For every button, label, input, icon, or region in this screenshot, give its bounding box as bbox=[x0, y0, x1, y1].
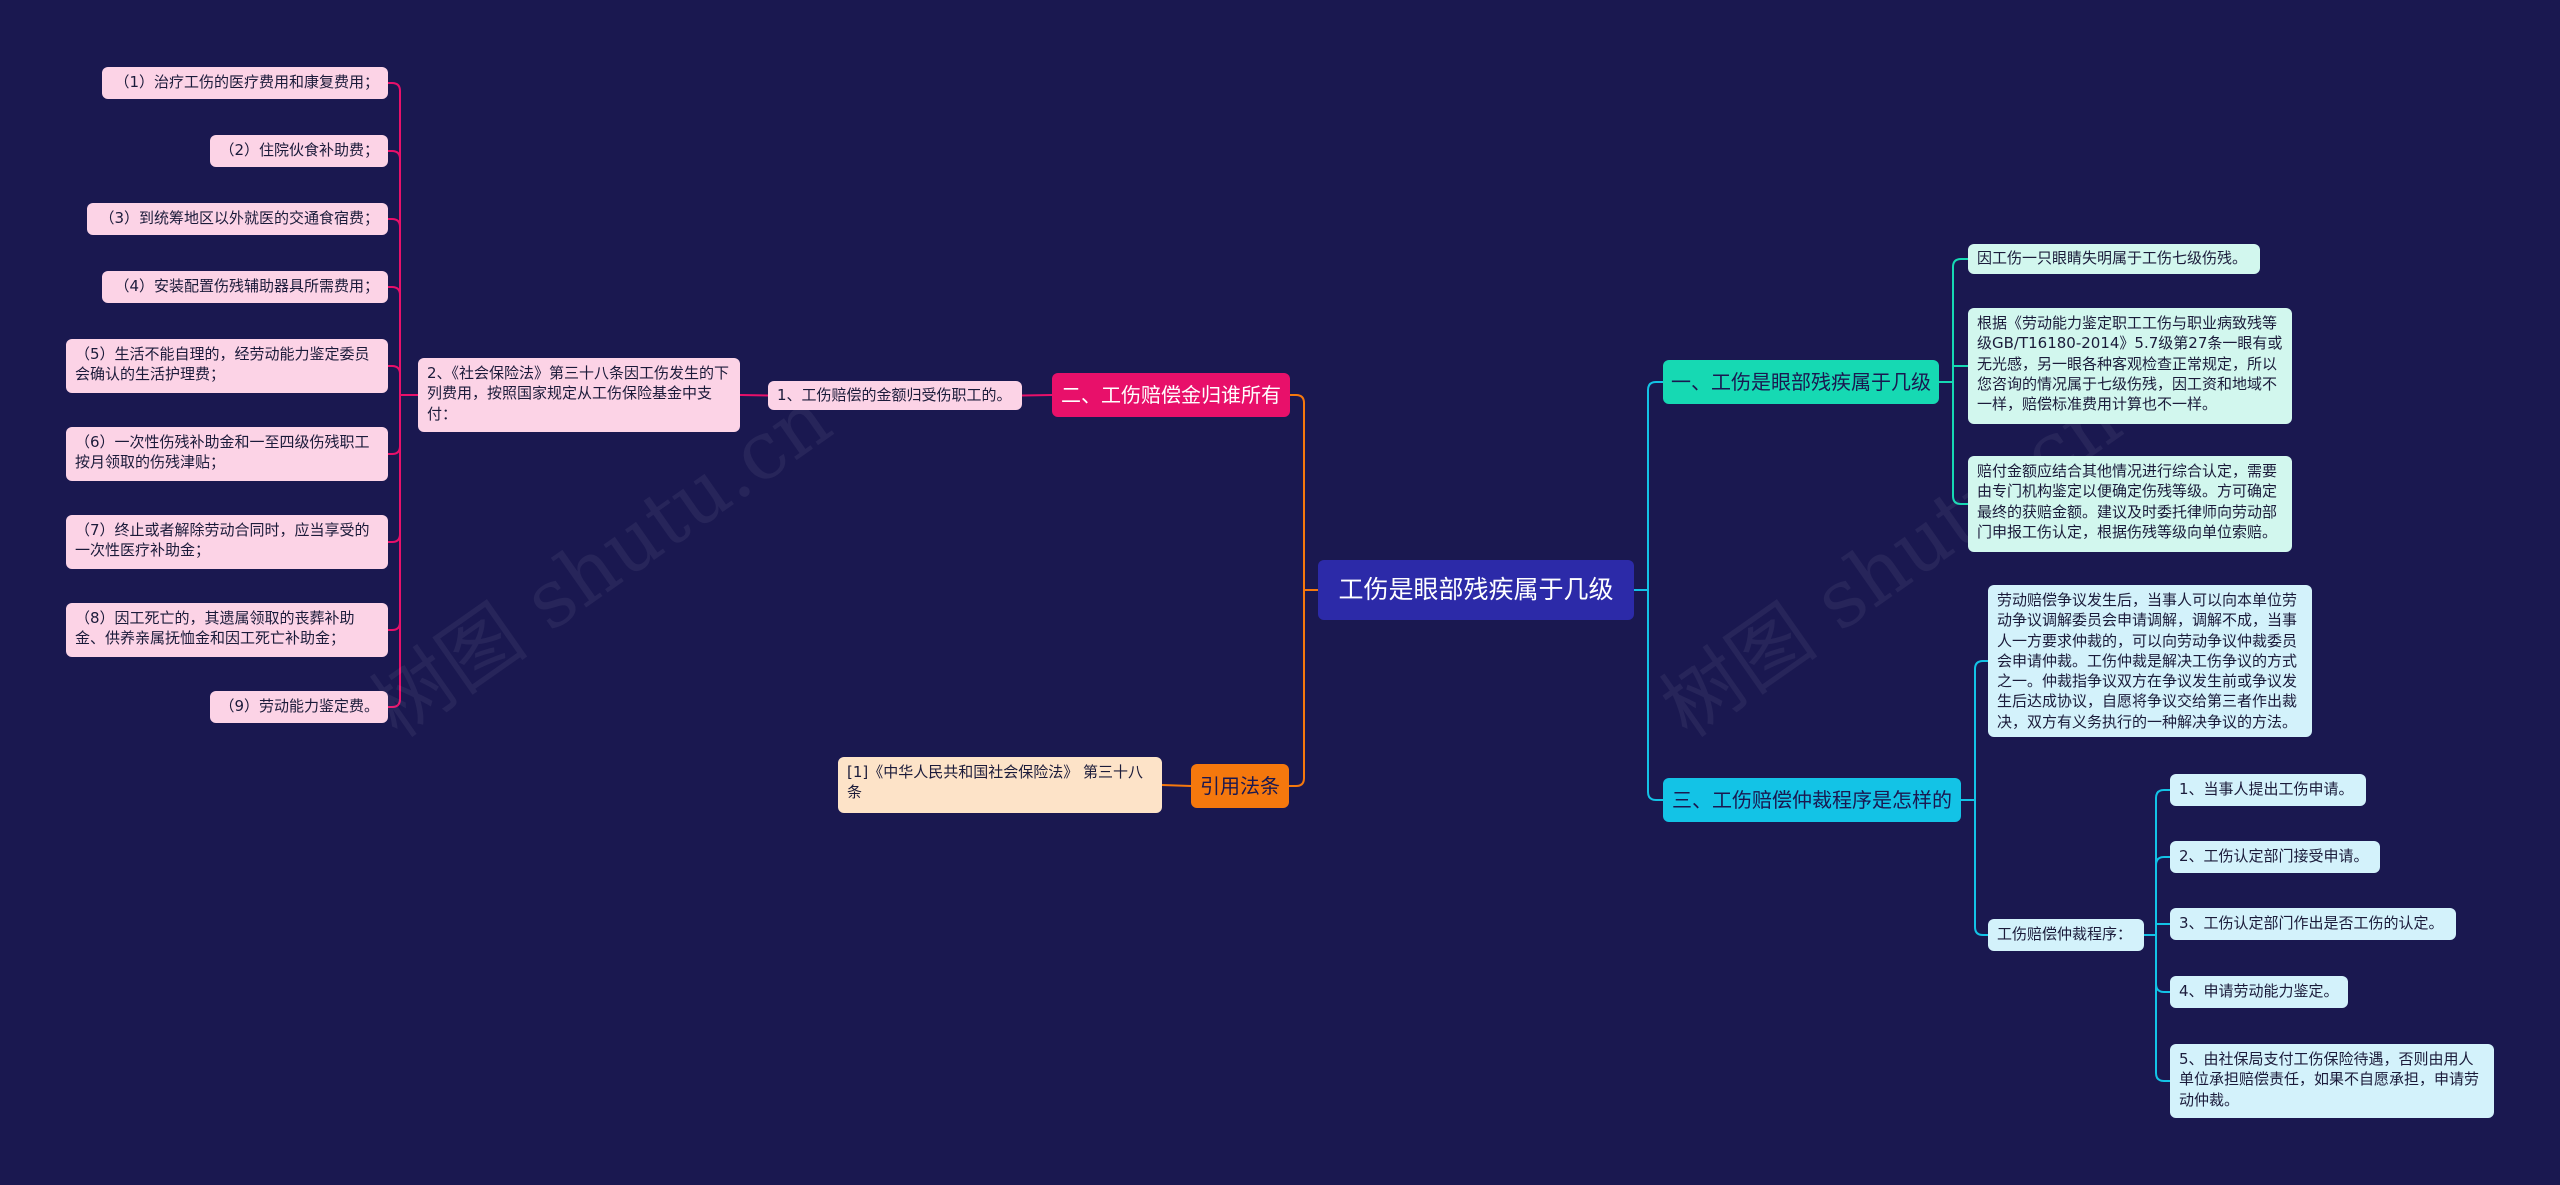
edge-arb-proc bbox=[1961, 799, 1988, 936]
fund-item[interactable]: （2）住院伙食补助费； bbox=[210, 135, 388, 167]
procedure-step[interactable]: 4、申请劳动能力鉴定。 bbox=[2170, 976, 2348, 1008]
grade-item[interactable]: 赔付金额应结合其他情况进行综合认定，需要由专门机构鉴定以便确定伤残等级。方可确定… bbox=[1968, 456, 2292, 552]
arbitration-procedure-label[interactable]: 工伤赔偿仲裁程序： bbox=[1988, 919, 2144, 951]
edge-proc-step bbox=[2144, 923, 2170, 936]
fund-item[interactable]: （5）生活不能自理的，经劳动能力鉴定委员会确认的生活护理费； bbox=[66, 339, 388, 393]
grade-item[interactable]: 根据《劳动能力鉴定职工工伤与职业病致残等级GB/T16180-2014》5.7级… bbox=[1968, 308, 2292, 424]
edge-child-sub bbox=[739, 394, 769, 397]
edge-grade-item bbox=[1939, 381, 1968, 505]
fund-item[interactable]: （8）因工死亡的，其遗属领取的丧葬补助金、供养亲属抚恤金和因工死亡补助金； bbox=[66, 603, 388, 657]
edge-grade-item bbox=[1939, 258, 1968, 383]
compensation-owner-note[interactable]: 1、工伤赔偿的金额归受伤职工的。 bbox=[768, 381, 1022, 410]
fund-item[interactable]: （4）安装配置伤残辅助器具所需费用； bbox=[102, 271, 388, 303]
arbitration-description[interactable]: 劳动赔偿争议发生后，当事人可以向本单位劳动争议调解委员会申请调解，调解不成，当事… bbox=[1988, 585, 2312, 737]
branch-cited-law[interactable]: 引用法条 bbox=[1191, 764, 1289, 808]
grade-item[interactable]: 因工伤一只眼睛失明属于工伤七级伤残。 bbox=[1968, 244, 2260, 274]
edge-proc-step bbox=[2144, 789, 2170, 936]
branch-compensation-owner[interactable]: 二、工伤赔偿金归谁所有 bbox=[1052, 373, 1290, 417]
fund-item[interactable]: （6）一次性伤残补助金和一至四级伤残职工按月领取的伤残津贴； bbox=[66, 427, 388, 481]
edge-sub-item bbox=[388, 394, 418, 631]
edge-arb-desc bbox=[1961, 660, 1988, 801]
branch-disability-grade[interactable]: 一、工伤是眼部残疾属于几级 bbox=[1663, 360, 1939, 404]
procedure-step[interactable]: 5、由社保局支付工伤保险待遇，否则由用人单位承担赔偿责任，如果不自愿承担，申请劳… bbox=[2170, 1044, 2494, 1118]
edge-law-child bbox=[1161, 784, 1192, 787]
edge-root-grade bbox=[1634, 381, 1663, 591]
edge-sub-item bbox=[388, 286, 418, 396]
edge-root-compensation bbox=[1290, 394, 1318, 591]
root-topic[interactable]: 工伤是眼部残疾属于几级 bbox=[1318, 560, 1634, 620]
edge-sub-item bbox=[388, 394, 418, 708]
edge-comp-child bbox=[1021, 394, 1053, 397]
edge-proc-step bbox=[2144, 934, 2170, 1082]
edge-sub-item bbox=[388, 150, 418, 396]
fund-item[interactable]: （1）治疗工伤的医疗费用和康复费用； bbox=[102, 67, 388, 99]
fund-item[interactable]: （7）终止或者解除劳动合同时，应当享受的一次性医疗补助金； bbox=[66, 515, 388, 569]
edge-sub-item bbox=[388, 218, 418, 396]
procedure-step[interactable]: 2、工伤认定部门接受申请。 bbox=[2170, 841, 2380, 873]
social-insurance-law-article[interactable]: 2、《社会保险法》第三十八条因工伤发生的下列费用，按照国家规定从工伤保险基金中支… bbox=[418, 358, 740, 432]
fund-item[interactable]: （9）劳动能力鉴定费。 bbox=[210, 691, 388, 723]
edge-sub-item bbox=[388, 82, 418, 396]
cited-law-article[interactable]: [1]《中华人民共和国社会保险法》 第三十八条 bbox=[838, 757, 1162, 813]
edge-root-arbitration bbox=[1634, 589, 1663, 801]
edge-sub-item bbox=[388, 365, 418, 396]
edge-proc-step bbox=[2144, 856, 2170, 936]
procedure-step[interactable]: 1、当事人提出工伤申请。 bbox=[2170, 774, 2366, 806]
branch-arbitration-procedure[interactable]: 三、工伤赔偿仲裁程序是怎样的 bbox=[1663, 778, 1961, 822]
edge-sub-item bbox=[388, 394, 418, 543]
edge-root-law bbox=[1289, 589, 1318, 787]
fund-item[interactable]: （3）到统筹地区以外就医的交通食宿费； bbox=[87, 203, 388, 235]
procedure-step[interactable]: 3、工伤认定部门作出是否工伤的认定。 bbox=[2170, 908, 2456, 940]
edge-grade-item bbox=[1939, 365, 1968, 383]
edge-sub-item bbox=[388, 394, 418, 455]
